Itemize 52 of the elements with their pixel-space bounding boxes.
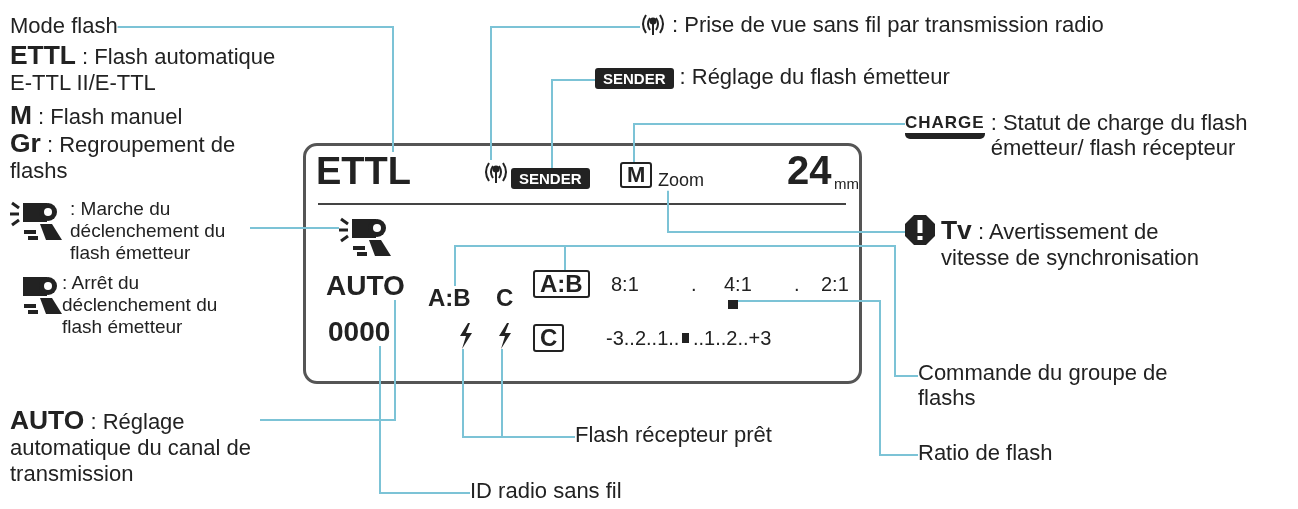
unit-text: mm bbox=[834, 176, 859, 191]
callout-text: AUTO : Réglage automatique du canal de transmission bbox=[10, 405, 260, 486]
leader-line bbox=[501, 348, 576, 438]
zoom-indicator: Zoom bbox=[658, 170, 704, 191]
ratio-scale-text: 4:1 bbox=[724, 274, 752, 294]
ratio-scale-text: . bbox=[794, 274, 800, 294]
legend-text: ETTL : Flash automatique E-TTL II/E-TTL bbox=[10, 40, 277, 96]
leader-line bbox=[564, 245, 919, 377]
channel-indicator: AUTO bbox=[326, 272, 405, 300]
mode-indicator: ETTL bbox=[316, 152, 411, 190]
leader-line bbox=[379, 345, 471, 494]
charge-indicator: CHARGE bbox=[905, 113, 985, 139]
group-indicator: C bbox=[496, 286, 514, 310]
leader-line bbox=[490, 26, 641, 161]
legend-text: Gr : Regroupement de flashs bbox=[10, 128, 237, 184]
sender-indicator: SENDER bbox=[511, 168, 590, 190]
radio-id-indicator: 0000 bbox=[328, 318, 391, 346]
callout-text: Tv : Avertissement de vitesse de synchronisation bbox=[941, 215, 1201, 271]
leader-line bbox=[116, 26, 394, 153]
callout-text: Ratio de flash bbox=[918, 440, 1053, 466]
callout-text: : Statut de charge du flash émetteur/ flash récepteur bbox=[990, 110, 1249, 161]
leader-line bbox=[633, 123, 906, 163]
leader-line bbox=[249, 227, 340, 229]
ratio-scale-text: 2:1 bbox=[821, 274, 849, 294]
callout-text: : Prise de vue sans fil par transmission radio bbox=[672, 12, 1104, 38]
leader-line bbox=[551, 79, 596, 169]
leader-line bbox=[667, 189, 906, 233]
manual-indicator: M bbox=[620, 162, 653, 188]
callout-text: : Réglage du flash émetteur bbox=[679, 64, 950, 90]
group-indicator: C bbox=[533, 324, 565, 352]
antenna-icon bbox=[483, 160, 509, 184]
focal-length-value: 24 bbox=[787, 150, 832, 190]
callout-text: Mode flash bbox=[10, 13, 118, 39]
group-indicator: A:B bbox=[428, 286, 471, 310]
ratio-scale-text: . bbox=[691, 274, 697, 294]
group-indicator: A:B bbox=[533, 270, 590, 298]
leader-line bbox=[259, 299, 396, 421]
callout-text: ID radio sans fil bbox=[470, 478, 622, 504]
legend-text: M : Flash manuel bbox=[10, 100, 183, 131]
callout-text: Commande du groupe de flashs bbox=[918, 360, 1218, 411]
lightning-icon bbox=[497, 323, 513, 349]
exposure-scale-text: ..1..2..+3 bbox=[693, 328, 772, 348]
exposure-scale-text: -3..2..1.. bbox=[606, 328, 680, 348]
ratio-scale-text: 8:1 bbox=[611, 274, 639, 294]
ratio-marker bbox=[728, 300, 738, 309]
legend-text: : Arrêt du déclenchement du flash émetteur bbox=[62, 272, 219, 338]
lcd-panel bbox=[303, 143, 862, 384]
leader-line bbox=[737, 300, 919, 456]
lightning-icon bbox=[458, 323, 474, 349]
callout-text: : Marche du déclenchement du flash émetteur bbox=[70, 198, 227, 264]
sender-badge: SENDER bbox=[595, 68, 674, 90]
callout-text: Flash récepteur prêt bbox=[575, 422, 772, 448]
